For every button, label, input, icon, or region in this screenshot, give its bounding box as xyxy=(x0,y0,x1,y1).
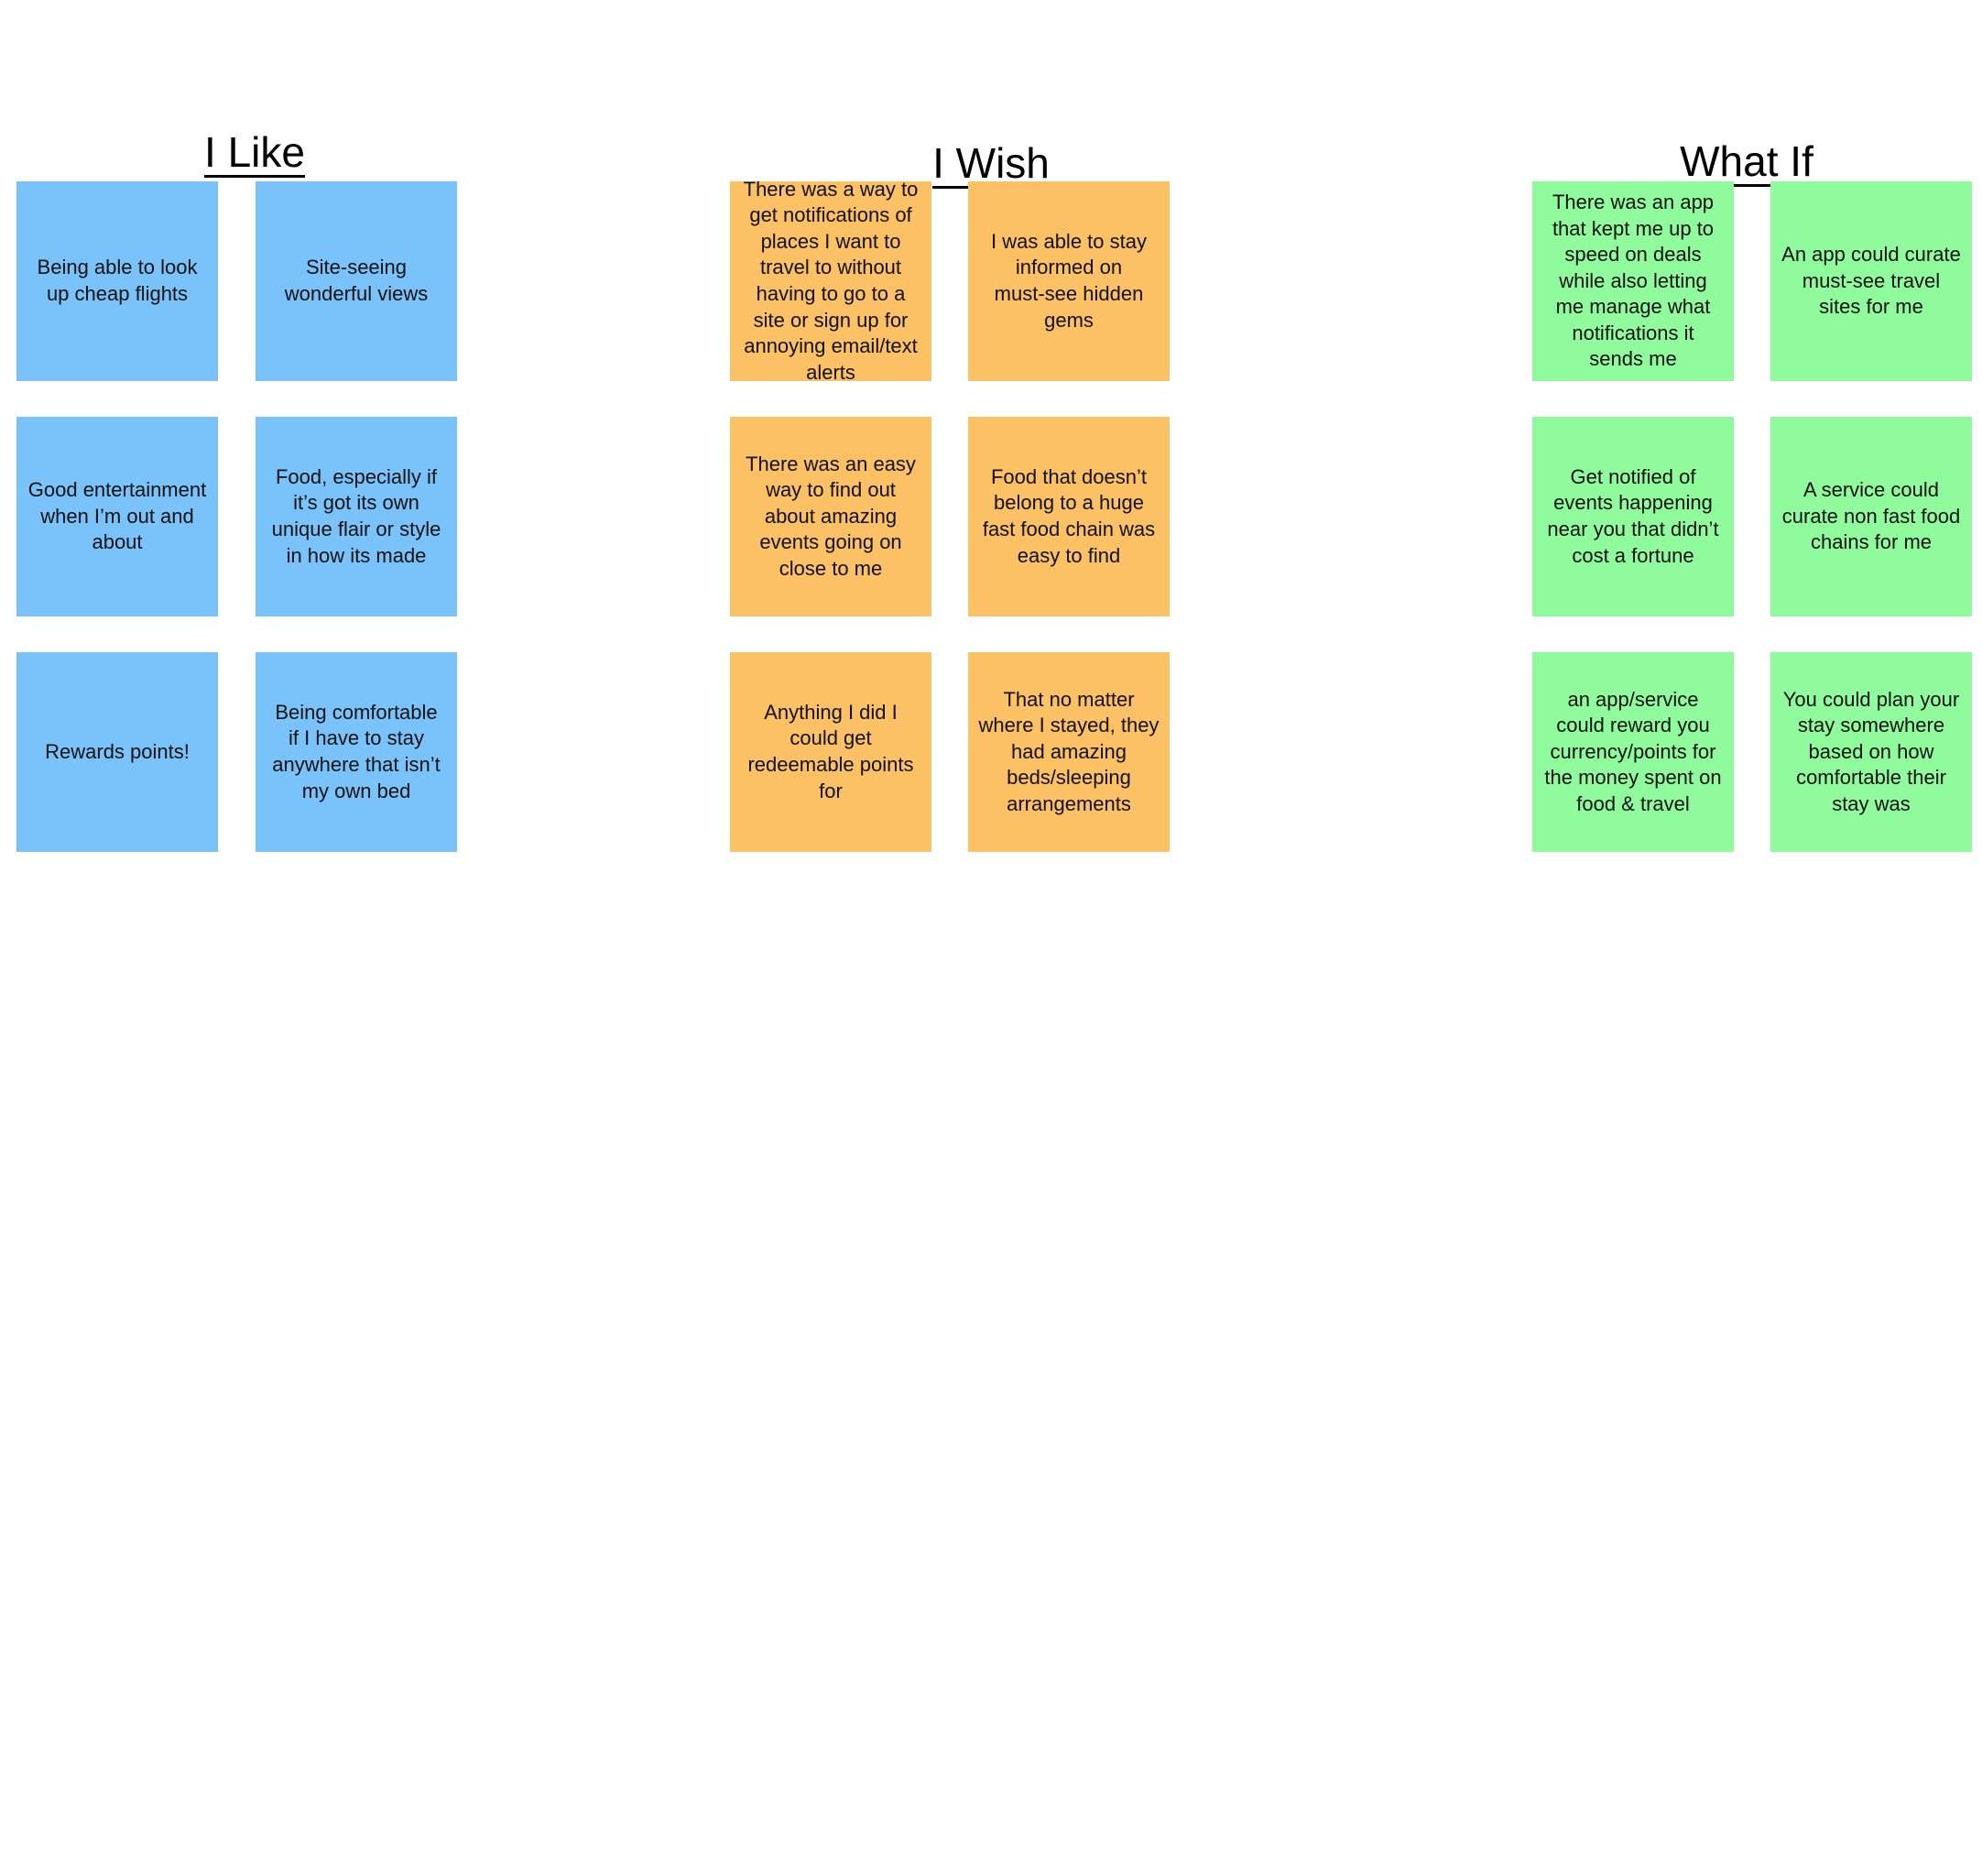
sticky-note-text: Site-seeing wonderful views xyxy=(284,256,429,305)
sticky-note-text: Being comfortable if I have to stay anyw… xyxy=(272,700,441,802)
sticky-note[interactable]: That no matter where I stayed, they had … xyxy=(968,652,1170,852)
sticky-note[interactable]: There was an easy way to find out about … xyxy=(730,417,931,616)
sticky-note-text: Food that doesn’t belong to a huge fast … xyxy=(982,464,1156,567)
sticky-note[interactable]: There was an app that kept me up to spee… xyxy=(1532,181,1734,381)
sticky-note[interactable]: Good entertainment when I’m out and abou… xyxy=(16,417,218,616)
column-title[interactable]: I Wish xyxy=(932,139,1050,188)
sticky-note-text: an app/service could reward you currency… xyxy=(1544,687,1722,815)
sticky-note[interactable]: I was able to stay informed on must-see … xyxy=(968,181,1170,381)
sticky-note[interactable]: You could plan your stay somewhere based… xyxy=(1770,652,1972,852)
sticky-note[interactable]: Food, especially if it’s got its own uni… xyxy=(256,417,457,616)
sticky-note-text: Being able to look up cheap flights xyxy=(37,256,198,305)
sticky-note-text: I was able to stay informed on must-see … xyxy=(991,229,1147,332)
column-what-if: What If There was an app that kept me up… xyxy=(1532,0,1972,916)
notes-grid: There was a way to get notifications of … xyxy=(730,178,1170,852)
sticky-note[interactable]: A service could curate non fast food cha… xyxy=(1770,417,1972,616)
sticky-note-text: An app could curate must-see travel site… xyxy=(1781,243,1961,319)
sticky-note-text: Anything I did I could get redeemable po… xyxy=(747,700,914,802)
sticky-note[interactable]: an app/service could reward you currency… xyxy=(1532,652,1734,852)
sticky-note-text: A service could curate non fast food cha… xyxy=(1781,478,1961,554)
column-i-like: I Like Being able to look up cheap fligh… xyxy=(16,0,458,916)
column-title[interactable]: I Like xyxy=(204,128,305,177)
sticky-note[interactable]: Anything I did I could get redeemable po… xyxy=(730,652,931,852)
sticky-note[interactable]: Site-seeing wonderful views xyxy=(256,181,457,381)
sticky-note[interactable]: Being able to look up cheap flights xyxy=(16,181,218,381)
sticky-note[interactable]: An app could curate must-see travel site… xyxy=(1770,181,1972,381)
sticky-note[interactable]: Food that doesn’t belong to a huge fast … xyxy=(968,417,1170,616)
sticky-note-text: Food, especially if it’s got its own uni… xyxy=(271,464,441,567)
sticky-note-text: There was a way to get notifications of … xyxy=(743,177,919,384)
sticky-note-text: There was an app that kept me up to spee… xyxy=(1552,190,1715,371)
column-i-wish: I Wish There was a way to get notificati… xyxy=(730,0,1170,916)
sticky-note-text: Get notified of events happening near yo… xyxy=(1547,464,1719,567)
notes-grid: Being able to look up cheap flights Site… xyxy=(16,181,457,852)
sticky-note-text: Rewards points! xyxy=(45,739,190,763)
sticky-note[interactable]: There was a way to get notifications of … xyxy=(730,178,931,384)
sticky-note[interactable]: Rewards points! xyxy=(16,652,218,852)
sticky-note-text: Good entertainment when I’m out and abou… xyxy=(27,478,207,554)
column-title[interactable]: What If xyxy=(1680,137,1813,186)
sticky-note-text: There was an easy way to find out about … xyxy=(746,452,916,580)
sticky-note[interactable]: Being comfortable if I have to stay anyw… xyxy=(256,652,457,852)
notes-grid: There was an app that kept me up to spee… xyxy=(1532,181,1972,852)
sticky-note-text: You could plan your stay somewhere based… xyxy=(1782,687,1960,815)
sticky-note-text: That no matter where I stayed, they had … xyxy=(978,687,1160,815)
sticky-note[interactable]: Get notified of events happening near yo… xyxy=(1532,417,1734,616)
